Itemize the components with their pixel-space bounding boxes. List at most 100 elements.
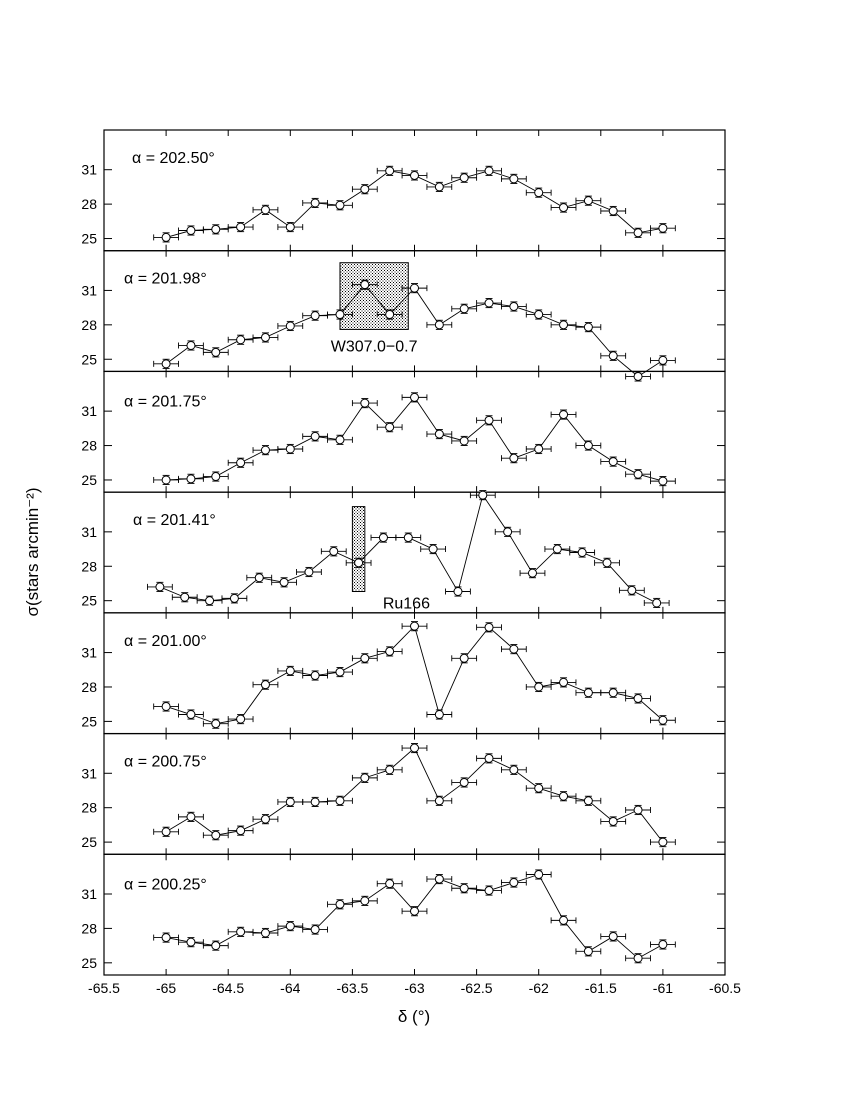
series [147,490,670,609]
data-point [285,444,295,454]
data-point [428,544,438,554]
x-tick-label: -65 [156,980,176,996]
data-point [211,472,221,482]
data-point [583,322,593,332]
data-point [633,953,643,963]
data-point [658,939,668,949]
data-point [633,805,643,815]
data-point [534,444,544,454]
data-point [180,592,190,602]
y-tick-label: 31 [81,645,97,661]
data-point [484,298,494,308]
data-point [633,228,643,238]
data-point [602,558,612,568]
data-point [484,166,494,176]
y-tick-label: 28 [81,800,97,816]
series [153,279,676,382]
data-point [310,431,320,441]
data-point [236,458,246,468]
data-point [285,222,295,232]
data-point [335,796,345,806]
x-tick-label: -62 [529,980,549,996]
data-point [434,320,444,330]
panel-label: α = 201.98° [124,271,207,288]
data-point [577,548,587,557]
data-point [434,182,444,192]
y-tick-label: 28 [81,558,97,574]
data-point [310,311,320,321]
y-tick-label: 31 [81,886,97,902]
series [153,869,676,964]
data-point [658,715,668,725]
data-point [410,283,419,293]
data-point [552,544,562,554]
data-point [633,693,643,703]
data-point [236,826,246,836]
data-point [608,351,618,361]
data-point [360,773,370,783]
data-point [211,941,221,951]
series-line [165,625,664,725]
data-point [559,410,569,420]
data-point [310,797,320,807]
data-point [335,435,345,445]
series-line [166,396,664,482]
data-point [608,206,618,216]
data-point [335,667,345,677]
data-point [186,474,196,484]
series [153,621,676,729]
y-axis-label: σ(stars arcmin⁻²) [23,487,42,616]
y-tick-label: 28 [81,679,97,695]
y-tick-label: 25 [81,472,97,488]
data-point [236,222,246,232]
data-point [608,816,618,826]
x-axis: -65.5-65-64.5-64-63.5-63-62.5-62-61.5-61… [88,980,741,996]
data-point [385,879,395,889]
data-point [434,874,444,884]
data-point [161,359,171,369]
data-point [403,533,413,543]
data-point [658,476,668,486]
data-point [285,921,295,931]
data-point [559,203,569,213]
panel-label: α = 201.00° [124,633,207,650]
data-point [186,226,196,236]
data-point [260,332,270,342]
data-point [633,371,643,381]
data-point [161,827,171,837]
x-tick-label: -63.5 [336,980,368,996]
x-tick-label: -61 [653,980,673,996]
data-point [509,878,519,888]
data-point [279,577,289,587]
data-point [285,797,295,807]
panel-label: α = 200.25° [124,876,207,893]
data-point [434,429,444,439]
data-point [205,596,215,606]
data-point [459,173,469,183]
y-tick-label: 25 [81,593,97,609]
data-point [410,906,419,916]
series-line [166,873,664,959]
data-point [509,301,519,311]
data-point [335,899,345,909]
data-point [385,166,395,176]
x-axis-label: δ (°) [398,1007,430,1026]
data-point [658,355,668,365]
data-point [583,196,593,206]
data-point [161,475,171,485]
data-point [304,567,314,577]
data-point [186,710,196,720]
data-point [310,671,320,681]
data-point [459,883,469,893]
x-tick-label: -64.5 [212,980,244,996]
data-point [260,445,270,455]
data-point [658,837,668,847]
x-tick-label: -64 [280,980,300,996]
y-tick-label: 31 [81,282,97,298]
data-point [559,791,569,801]
x-tick-label: -60.5 [709,980,741,996]
